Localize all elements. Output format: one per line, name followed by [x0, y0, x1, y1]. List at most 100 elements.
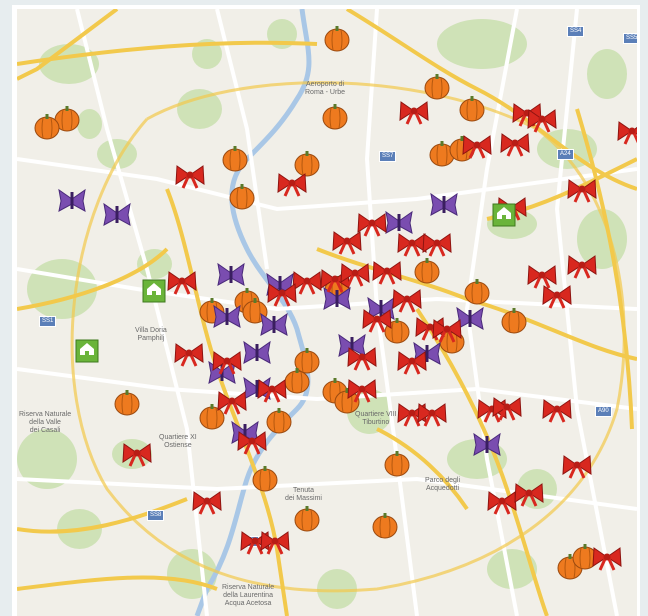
- bow-marker: [527, 109, 557, 133]
- marker-layer: [34, 26, 637, 580]
- map-base-layer: [17, 9, 637, 616]
- bow-marker: [417, 403, 447, 427]
- place-label-riserva-sud: Riserva Naturale della Laurentina Acqua …: [222, 584, 275, 607]
- bow-marker: [257, 379, 287, 403]
- bow-marker: [567, 179, 597, 203]
- bow-marker: [492, 397, 522, 421]
- bow-marker: [487, 491, 517, 515]
- major-road: [17, 575, 218, 591]
- bow-marker: [167, 271, 197, 295]
- minor-road: [17, 267, 637, 312]
- bow-marker: [362, 309, 392, 333]
- bow-marker: [292, 271, 322, 295]
- bow-marker: [514, 483, 544, 507]
- park-area: [192, 39, 222, 69]
- bow-marker: [192, 491, 222, 515]
- map-view[interactable]: Aeroporto di Roma - Urbe Villa Doria Pam…: [17, 9, 637, 616]
- bow-marker: [462, 135, 492, 159]
- bow-marker: [212, 351, 242, 375]
- place-label-garbatella: Quartiere XI Ostiense: [159, 434, 197, 449]
- pumpkin-marker: [464, 279, 490, 305]
- bow-marker: [347, 379, 377, 403]
- bow-marker: [122, 443, 152, 467]
- house-marker: [75, 339, 99, 363]
- bow-marker: [260, 531, 290, 555]
- major-road: [575, 108, 634, 430]
- bow-marker: [357, 213, 387, 237]
- major-road: [17, 9, 119, 81]
- place-label-parco: Parco degli Acquedotti: [425, 477, 461, 492]
- house-marker: [492, 203, 516, 227]
- pumpkin-marker: [242, 298, 268, 324]
- bow-marker: [237, 431, 267, 455]
- pumpkin-marker: [414, 258, 440, 284]
- park-area: [587, 49, 627, 99]
- butterfly-marker: [473, 432, 501, 456]
- butterfly-marker: [260, 312, 288, 336]
- bow-marker: [267, 283, 297, 307]
- pumpkin-marker: [294, 506, 320, 532]
- pumpkin-marker: [324, 26, 350, 52]
- pumpkin-marker: [372, 513, 398, 539]
- pumpkin-marker: [429, 141, 455, 167]
- butterfly-marker: [456, 306, 484, 330]
- bow-marker: [527, 265, 557, 289]
- road-shield: SS1: [39, 316, 57, 327]
- bow-marker: [567, 255, 597, 279]
- place-label-tenuta-sud: Tenuta dei Massimi: [285, 487, 322, 502]
- park-area: [177, 89, 222, 129]
- bow-marker: [397, 233, 427, 257]
- pumpkin-marker: [284, 368, 310, 394]
- park-area: [77, 109, 102, 139]
- major-road: [17, 497, 188, 534]
- place-label-quartiere: Quartiere VIII Tiburtino: [355, 411, 397, 426]
- bow-marker: [277, 173, 307, 197]
- bow-marker: [347, 347, 377, 371]
- pumpkin-marker: [266, 408, 292, 434]
- bow-marker: [422, 233, 452, 257]
- pumpkin-marker: [384, 451, 410, 477]
- road-shield: SS8: [147, 510, 165, 521]
- road-shield: SS5: [623, 33, 637, 44]
- butterfly-marker: [217, 262, 245, 286]
- minor-road: [17, 367, 637, 411]
- house-marker: [142, 279, 166, 303]
- major-road: [376, 427, 469, 511]
- bow-marker: [542, 399, 572, 423]
- bow-marker: [500, 133, 530, 157]
- bow-marker: [175, 165, 205, 189]
- pumpkin-marker: [222, 146, 248, 172]
- place-label-villa-doria: Villa Doria Pamphilj: [135, 327, 167, 342]
- bow-marker: [217, 391, 247, 415]
- pumpkin-marker: [229, 184, 255, 210]
- major-road: [345, 9, 637, 191]
- park-area: [317, 569, 357, 609]
- butterfly-marker: [385, 210, 413, 234]
- pumpkin-marker: [501, 308, 527, 334]
- major-road: [415, 307, 549, 616]
- place-label-riserva-ovest: Riserva Naturale della Valle dei Casali: [19, 411, 72, 434]
- pumpkin-marker: [252, 466, 278, 492]
- bow-marker: [617, 121, 637, 145]
- pumpkin-marker: [294, 151, 320, 177]
- minor-road: [215, 9, 269, 270]
- pumpkin-marker: [34, 114, 60, 140]
- pumpkin-marker: [459, 96, 485, 122]
- place-label-aeroporto: Aeroporto di Roma - Urbe: [305, 81, 346, 96]
- pumpkin-marker: [572, 544, 598, 570]
- ring-road: [70, 81, 626, 593]
- major-road: [17, 40, 318, 66]
- butterfly-marker: [58, 188, 86, 212]
- park-area: [437, 19, 527, 69]
- major-road: [17, 247, 169, 311]
- butterfly-marker: [430, 192, 458, 216]
- bow-marker: [399, 101, 429, 125]
- bow-marker: [592, 547, 622, 571]
- bow-marker: [340, 263, 370, 287]
- bow-marker: [397, 351, 427, 375]
- pumpkin-marker: [334, 388, 360, 414]
- road-shield: SS4: [567, 26, 585, 37]
- bow-marker: [542, 285, 572, 309]
- butterfly-marker: [103, 202, 131, 226]
- bow-marker: [372, 261, 402, 285]
